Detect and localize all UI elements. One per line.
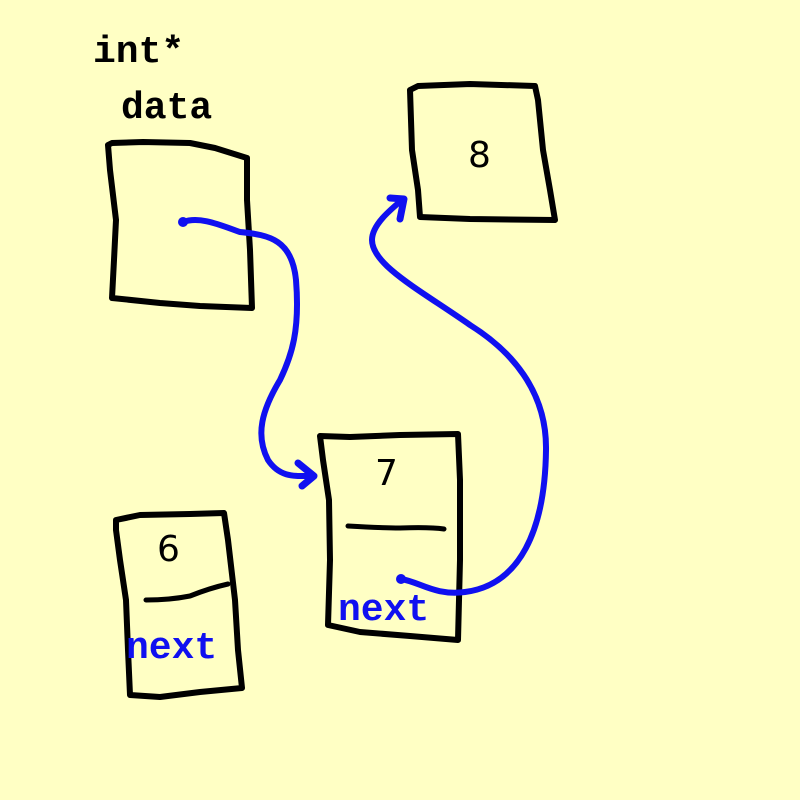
node-7-divider [345, 523, 447, 532]
arrow-data-to-node-7 [178, 217, 318, 490]
pointer-type-label: int* [93, 31, 185, 74]
arrow-node-7-to-node-8 [368, 194, 550, 596]
node-6-value: 6 [157, 529, 180, 570]
node-7-next-label: next [338, 589, 430, 632]
node-6-box [113, 510, 245, 700]
node-6-divider [143, 581, 231, 603]
node-7-box [317, 431, 463, 643]
node-8-value: 8 [468, 135, 491, 176]
node-6-next-label: next [126, 627, 218, 670]
node-8-box [407, 81, 558, 223]
pointer-name-label: data [121, 87, 213, 130]
node-7-value: 7 [375, 453, 398, 494]
data-pointer-box [105, 139, 255, 311]
